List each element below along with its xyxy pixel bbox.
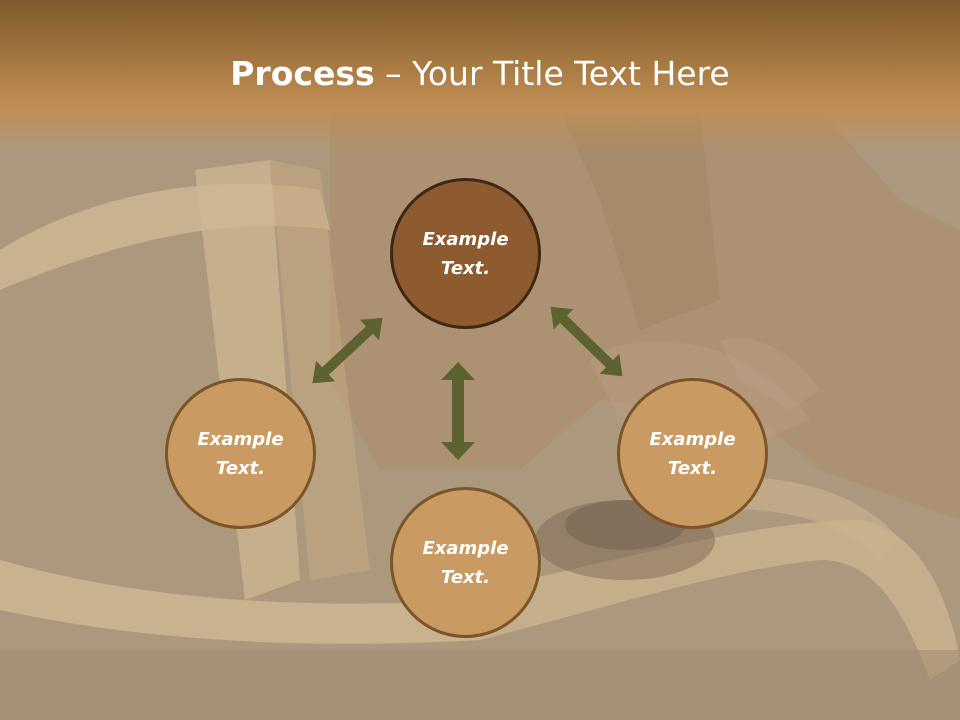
title-bold: Process — [230, 54, 375, 93]
double-arrow-upper-right[interactable] — [541, 297, 632, 387]
circle-left-text: Example Text. — [197, 428, 284, 479]
circle-left[interactable]: Example Text. — [165, 378, 316, 529]
circle-top-text: Example Text. — [422, 228, 509, 279]
circle-top[interactable]: Example Text. — [390, 178, 541, 329]
title-rest: – Your Title Text Here — [374, 54, 730, 93]
circle-bottom[interactable]: Example Text. — [390, 487, 541, 638]
circle-bottom-text: Example Text. — [422, 537, 509, 588]
double-arrow-upper-left[interactable] — [303, 308, 392, 394]
double-arrow-vertical[interactable] — [441, 362, 475, 460]
circle-right[interactable]: Example Text. — [617, 378, 768, 529]
circle-right-text: Example Text. — [649, 428, 736, 479]
slide-title[interactable]: Process – Your Title Text Here — [0, 52, 960, 96]
title-banner — [0, 0, 960, 150]
